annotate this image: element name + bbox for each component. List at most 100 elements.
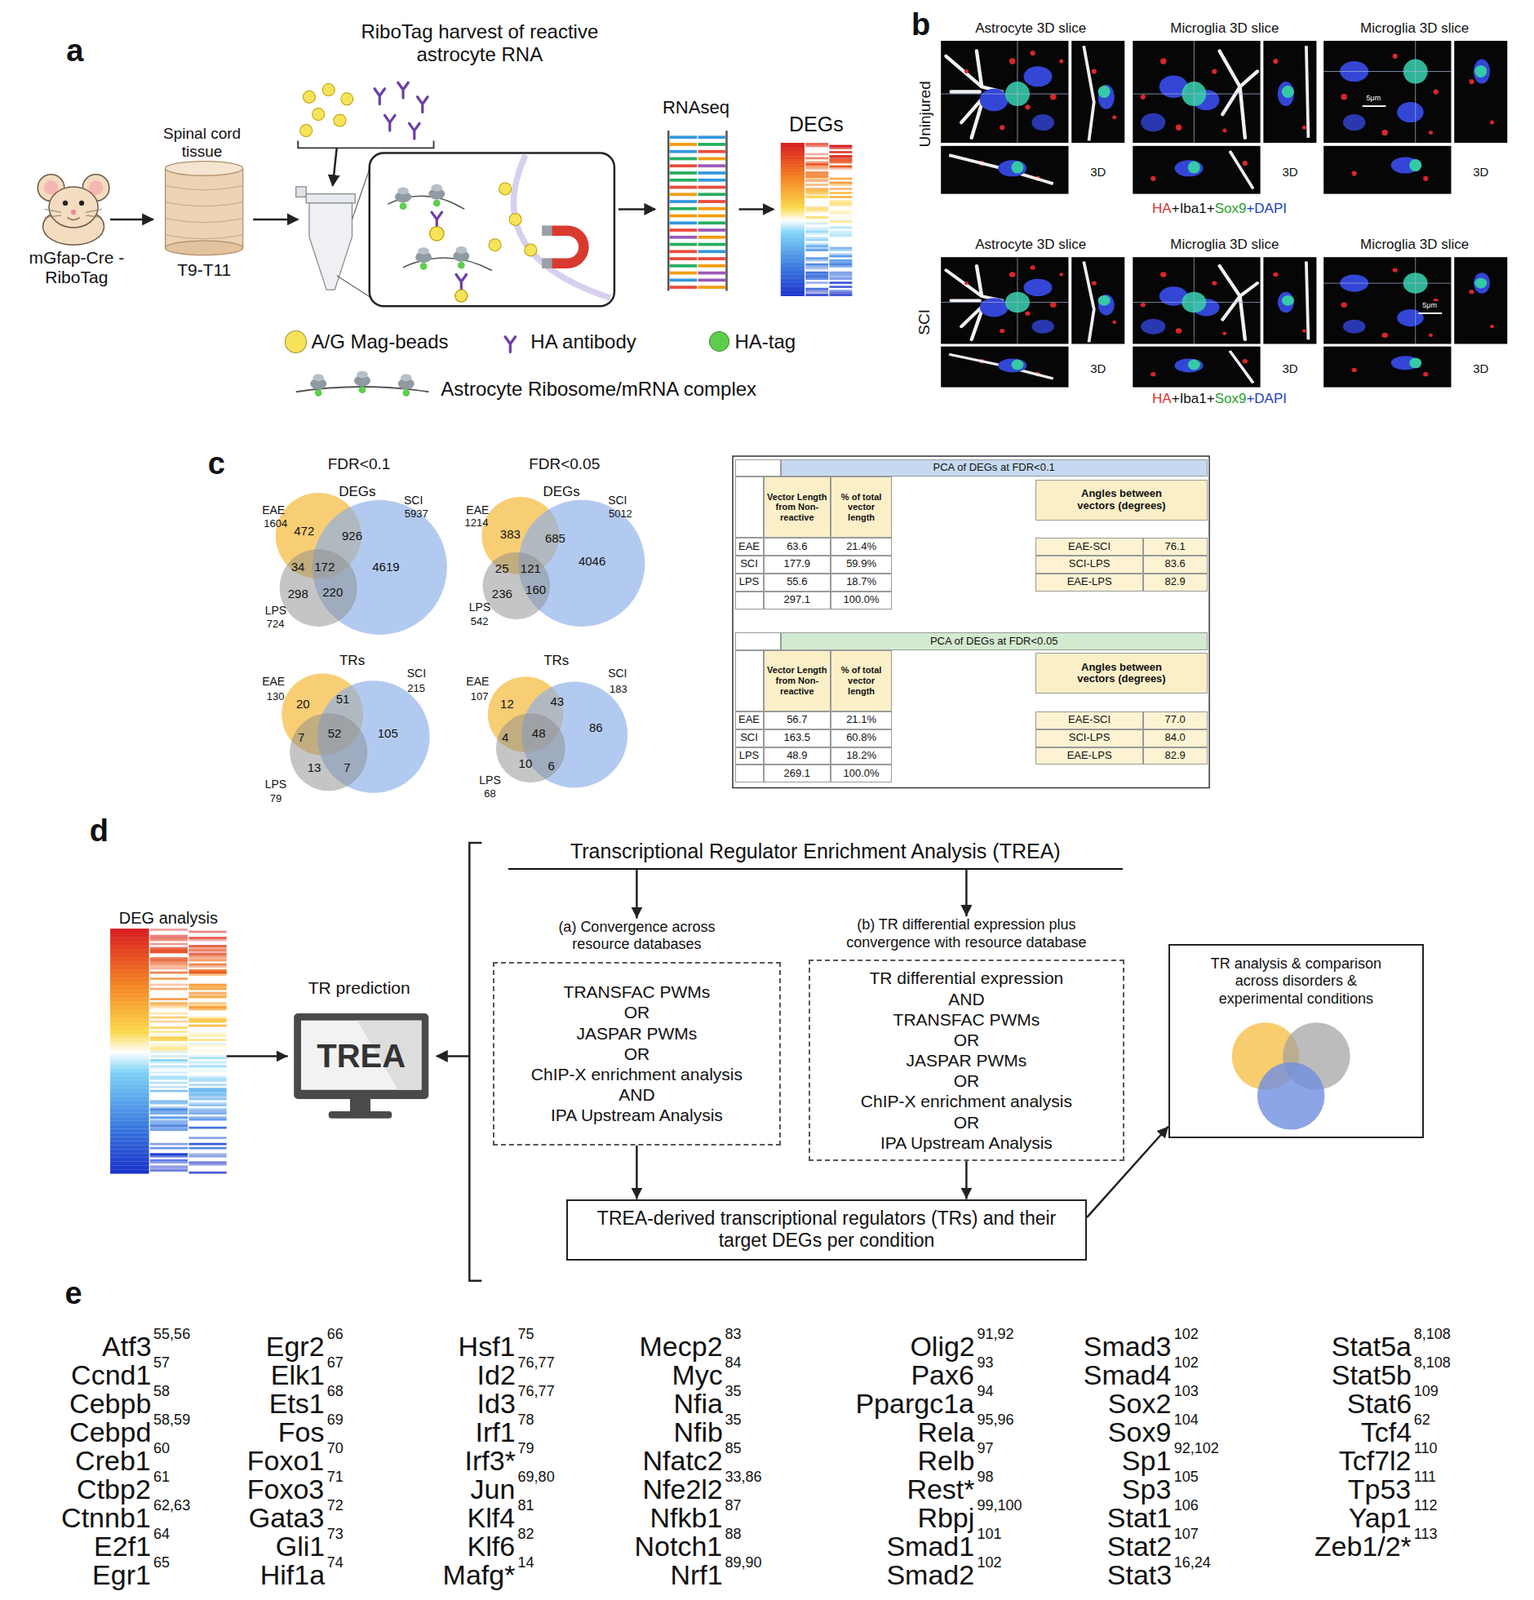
reference-number: 102 xyxy=(1174,1325,1199,1344)
drawing-rect xyxy=(150,988,188,991)
drawing-rect xyxy=(780,175,805,178)
drawing-rect xyxy=(188,955,227,958)
drawing-rect xyxy=(780,150,805,154)
set-total: 130 xyxy=(266,691,285,704)
drawing-rect xyxy=(188,1034,227,1038)
drawing-rect xyxy=(110,1106,150,1109)
drawing-rect xyxy=(805,273,829,276)
table-cell: PCA of DEGs at FDR<0.1 xyxy=(780,459,1208,477)
table-text: Angles between vectors (degrees) xyxy=(1066,661,1177,687)
gene-name: Rela xyxy=(917,1416,975,1449)
drawing-rect xyxy=(188,1063,227,1066)
drawing-rect xyxy=(805,248,829,252)
panel-letter: c xyxy=(208,446,226,483)
drawing-rect xyxy=(150,1126,188,1130)
drawing-rect xyxy=(188,1094,227,1097)
drawing-rect xyxy=(150,1065,188,1069)
drawing-rect xyxy=(150,1045,188,1048)
drawing-rect xyxy=(110,1132,150,1135)
venn-count: 7 xyxy=(297,730,305,745)
set-name: EAE xyxy=(465,674,489,688)
drawing-rect xyxy=(669,150,697,154)
drawing-rect xyxy=(805,208,829,211)
gene-name: Stat5a xyxy=(1331,1330,1412,1363)
stain-name: Sox9 xyxy=(1214,390,1247,407)
drawing-rect xyxy=(110,1159,150,1162)
drawing-rect xyxy=(669,135,697,139)
table-cell: 60.8% xyxy=(830,729,892,748)
drawing-rect xyxy=(805,289,829,293)
table-cell: 83.6 xyxy=(1143,555,1208,574)
drawing-rect xyxy=(305,194,355,204)
drawing-rect xyxy=(780,153,805,156)
drawing-rect xyxy=(780,208,805,211)
drawing-use xyxy=(431,212,443,228)
reference-number: 85 xyxy=(724,1440,741,1458)
drawing-rect xyxy=(110,1140,150,1144)
reference-number: 111 xyxy=(1414,1468,1437,1486)
drawing-rect xyxy=(110,1090,150,1093)
legend-swatch xyxy=(709,331,730,352)
venn-count: 25 xyxy=(495,561,510,576)
panel-letter: b xyxy=(911,7,931,44)
drawing-rect xyxy=(669,257,697,261)
gene-name: Irf1 xyxy=(475,1416,516,1449)
label-group: HA+Iba1+Sox9+DAPI xyxy=(1152,200,1287,218)
column-header: Microglia 3D slice xyxy=(1170,20,1279,37)
drawing-circle xyxy=(496,713,566,783)
drawing-rect xyxy=(188,1112,227,1115)
drawing-rect xyxy=(110,1114,150,1118)
table-cell: Vector Length from Non-reactive xyxy=(763,476,832,538)
drawing-use xyxy=(310,373,327,397)
drawing-circle xyxy=(488,239,501,252)
drawing-rect xyxy=(805,243,829,246)
drawing-rect xyxy=(150,1026,188,1029)
drawing-rect xyxy=(296,186,307,198)
drawing-rect xyxy=(829,271,852,275)
drawing-rect xyxy=(697,142,726,147)
drawing-rect xyxy=(150,1071,188,1074)
drawing-rect xyxy=(110,959,150,963)
drawing-rect xyxy=(150,1108,188,1111)
box-line: TR differential expression xyxy=(815,967,1119,989)
set-name: EAE xyxy=(261,674,285,688)
drawing-rect xyxy=(805,165,829,169)
drawing-rect xyxy=(150,1124,188,1127)
drawing-rect xyxy=(669,199,697,204)
gene-name: Ppargc1a xyxy=(855,1387,975,1420)
drawing-rect xyxy=(188,936,227,940)
drawing-use xyxy=(1132,40,1317,195)
drawing-rect xyxy=(805,257,829,260)
drawing-rect xyxy=(188,1049,227,1052)
reference-number: 81 xyxy=(518,1497,535,1515)
reference-number: 113 xyxy=(1414,1525,1438,1543)
drawing-rect xyxy=(110,1126,150,1130)
gene-name: Pax6 xyxy=(910,1359,975,1392)
table-cell: 84.0 xyxy=(1143,729,1208,748)
drawing-rect xyxy=(110,1018,150,1021)
gene-name: Notch1 xyxy=(633,1530,723,1563)
drawing-rect xyxy=(188,1087,227,1091)
step-label: DEGs xyxy=(789,112,844,137)
drawing-rect xyxy=(780,173,805,177)
gene-name: Rbpj xyxy=(917,1502,975,1534)
stain-name: HA xyxy=(1152,200,1172,217)
drawing-rect xyxy=(780,220,805,223)
stain-name: +Iba1+ xyxy=(1171,390,1215,407)
reference-number: 97 xyxy=(976,1440,994,1458)
drawing-rect xyxy=(780,167,805,170)
table-cell: SCI xyxy=(735,729,764,748)
drawing-rect xyxy=(829,289,852,293)
reference-number: 60 xyxy=(153,1440,170,1458)
drawing-rect xyxy=(150,1102,188,1105)
table-cell: 63.6 xyxy=(763,537,832,556)
drawing-rect xyxy=(150,1081,188,1085)
drawing-rect xyxy=(669,243,697,247)
drawing-circle xyxy=(499,182,512,196)
gene-name: Rest* xyxy=(906,1473,975,1506)
reference-number: 93 xyxy=(976,1354,994,1372)
drawing-rect xyxy=(780,267,805,271)
venn-count: 4619 xyxy=(372,559,400,574)
drawing-circle xyxy=(341,93,354,106)
box-line: TRANSFAC PWMs xyxy=(815,1009,1119,1030)
